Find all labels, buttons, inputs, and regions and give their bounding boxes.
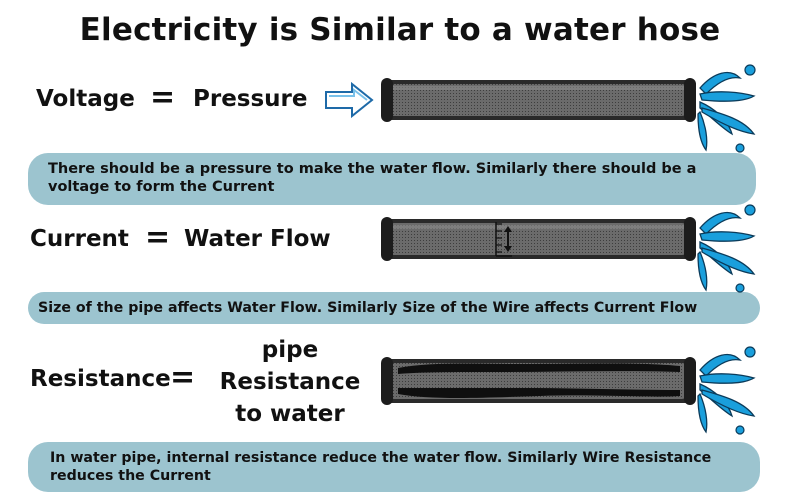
analogy-line: pipe [261, 337, 319, 363]
term-current: Current [30, 226, 129, 252]
water-splash-icon [697, 346, 756, 435]
analogy-water-flow: Water Flow [184, 226, 331, 252]
pipe-size-marker-icon [495, 222, 512, 257]
term-voltage: Voltage [36, 86, 135, 112]
water-pipe-icon [381, 217, 696, 261]
equals-sign: = [170, 360, 196, 395]
analogy-pipe-resistance: pipe Resistance to water [218, 334, 362, 430]
note-resistance: In water pipe, internal resistance reduc… [28, 442, 760, 492]
water-splash-icon [697, 204, 756, 293]
equals-sign: = [150, 80, 176, 115]
analogy-line: to water [235, 401, 345, 427]
note-current: Size of the pipe affects Water Flow. Sim… [28, 292, 760, 324]
water-splash-icon [697, 64, 756, 153]
arrow-icon [325, 81, 374, 119]
analogy-pressure: Pressure [193, 86, 308, 112]
analogy-line: Resistance [219, 369, 361, 395]
water-pipe-icon [381, 357, 696, 405]
water-pipe-icon [381, 78, 696, 122]
diagram-title: Electricity is Similar to a water hose [79, 12, 721, 48]
note-voltage: There should be a pressure to make the w… [28, 153, 756, 205]
term-resistance: Resistance [30, 366, 171, 392]
equals-sign: = [145, 220, 171, 255]
